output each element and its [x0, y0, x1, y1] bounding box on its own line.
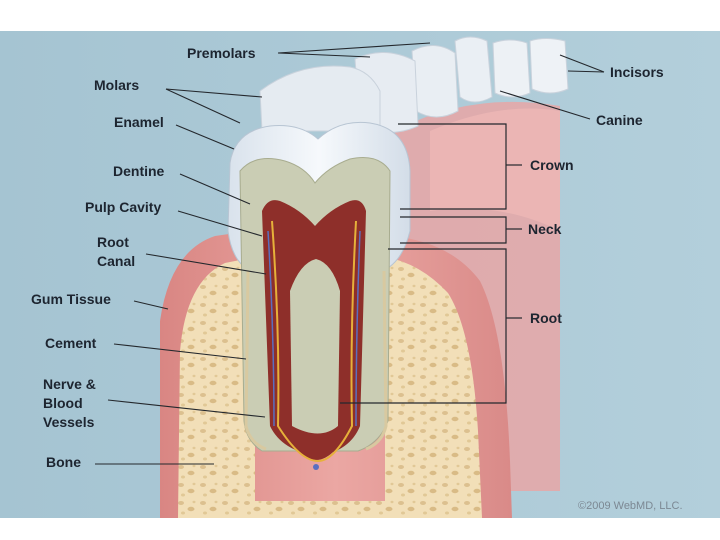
leader-lines: [95, 42, 605, 465]
label-gum-tissue: Gum Tissue: [31, 291, 111, 307]
label-canine: Canine: [596, 112, 643, 128]
label-bone: Bone: [46, 454, 81, 470]
label-incisors: Incisors: [610, 64, 664, 80]
label-nerve-line1: Nerve &: [43, 376, 96, 392]
cementum: [244, 270, 267, 451]
label-crown: Crown: [530, 157, 574, 173]
label-neck: Neck: [528, 221, 562, 237]
label-root-canal-line1: Root: [97, 234, 129, 250]
label-pulp-cavity: Pulp Cavity: [85, 199, 161, 215]
tooth-anatomy-diagram: Premolars Molars Incisors Canine Enamel …: [0, 31, 720, 518]
label-cement: Cement: [45, 335, 97, 351]
background-teeth: [259, 36, 569, 133]
crown-bracket: [398, 123, 522, 210]
neck-bracket: [400, 216, 522, 244]
copyright-notice: ©2009 WebMD, LLC.: [578, 500, 683, 512]
label-premolars: Premolars: [187, 45, 256, 61]
label-molars: Molars: [94, 77, 139, 93]
label-dentine: Dentine: [113, 163, 165, 179]
label-enamel: Enamel: [114, 114, 164, 130]
label-nerve-line3: Vessels: [43, 414, 95, 430]
root-bracket: [340, 248, 522, 404]
label-root: Root: [530, 310, 562, 326]
label-root-canal-line2: Canal: [97, 253, 135, 269]
label-nerve-line2: Blood: [43, 395, 83, 411]
